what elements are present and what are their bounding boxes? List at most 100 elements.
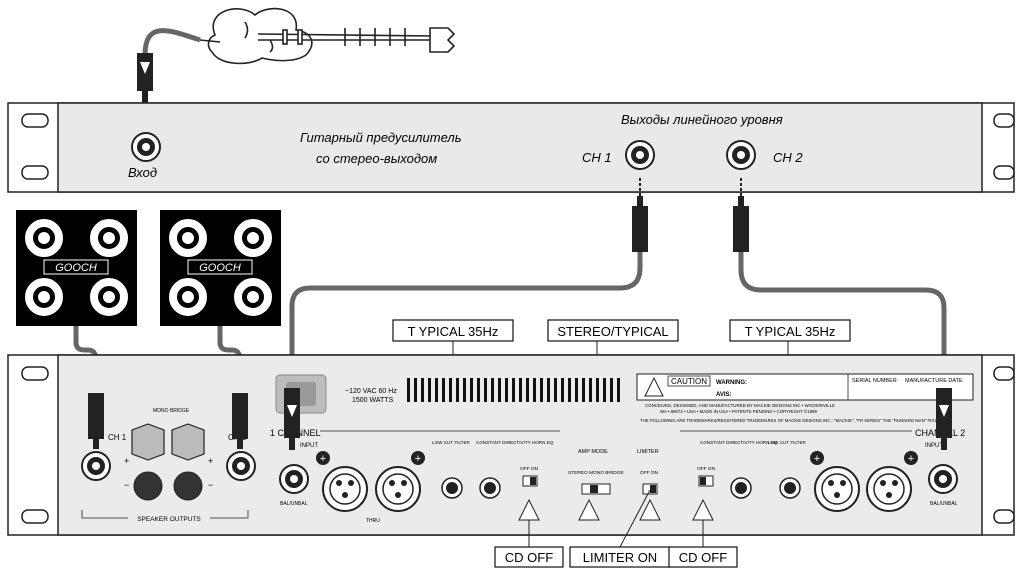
rack-ear-hole [21, 113, 49, 128]
trademark-line: THE FOLLOWING ARE TRADEMARKS/REGISTERED … [640, 418, 944, 423]
svg-text:+: + [908, 453, 914, 465]
speaker-cabinet-right: GOOCH [160, 210, 281, 326]
vent-slot [596, 378, 599, 402]
bal-unbal-right: BAL/UNBAL [930, 501, 958, 507]
svg-text:CD OFF: CD OFF [679, 550, 727, 565]
vent-slot [519, 378, 522, 402]
svg-text:MANUFACTURE DATE: MANUFACTURE DATE [905, 378, 963, 384]
rack-ear-hole [993, 113, 1015, 128]
preamp-unit: Вход Гитарный предусилитель со стерео-вы… [7, 102, 1015, 193]
horn-eq-knob-left [479, 477, 501, 499]
guitar-cable [142, 28, 201, 56]
svg-text:−: − [208, 480, 213, 490]
callout-typical-left: T YPICAL 35Hz [392, 319, 514, 465]
vent-slot [540, 378, 543, 402]
rack-ear-hole [993, 366, 1015, 381]
rack-ear-hole [21, 366, 49, 381]
legal-line-1: CONCEIVED, DESIGNED, AND MANUFACTURED BY… [645, 403, 835, 408]
line-outputs-title: Выходы линейного уровня [621, 112, 783, 127]
vent-slot [589, 378, 592, 402]
vent-slot [456, 378, 459, 402]
vent-slot [449, 378, 452, 402]
svg-text:T YPICAL 35Hz: T YPICAL 35Hz [408, 324, 499, 339]
amp-mode-label: AMP MODE [578, 449, 608, 455]
amp-mode-switch [581, 483, 611, 495]
limiter-switch [642, 483, 658, 495]
ch1-line-plug [632, 178, 648, 252]
callout-cd-off-right: CD OFF [668, 520, 738, 568]
speaker-plug-right [232, 393, 248, 449]
ch2-xlr-input: + [866, 451, 918, 512]
ch2-amp-plug [936, 388, 952, 450]
vent-slot [407, 378, 410, 402]
ch1-xlr-thru: + [375, 451, 425, 512]
rack-ear-hole [993, 165, 1015, 180]
power-rating-1: ~120 VAC 60 Hz [345, 388, 397, 395]
ch1-output-jack [625, 140, 655, 170]
svg-text:STEREO MONO BRIDGE: STEREO MONO BRIDGE [568, 470, 624, 476]
speaker-ch1-label: CH 1 [108, 433, 127, 442]
ch2-xlr-thru: + [810, 451, 860, 512]
ch2-output-label: CH 2 [773, 150, 803, 165]
preamp-input-jack [131, 132, 161, 162]
vent-slot [421, 378, 424, 402]
svg-text:CD OFF: CD OFF [505, 550, 553, 565]
guitar-illustration [199, 7, 456, 65]
ch1-output-label: CH 1 [582, 150, 612, 165]
preamp-title-line2: со стерео-выходом [316, 151, 437, 166]
low-cut-knob-left [441, 477, 463, 499]
vent-slot [477, 378, 480, 402]
ch2-line-cable [738, 250, 947, 390]
thru-label-left: THRU [366, 518, 380, 524]
callout-stereo-typical: STEREO/TYPICAL [547, 319, 679, 500]
callout-cd-off-left: CD OFF [494, 520, 564, 568]
cd-switch-right [698, 475, 714, 487]
speaker-brand-left: GOOCH [55, 262, 97, 274]
svg-text:LIMITER ON: LIMITER ON [583, 550, 657, 565]
legal-line-2: WA • 98072 • USA • MADE IN USA • PATENTS… [660, 409, 817, 414]
limiter-label: LIMITER [637, 449, 659, 455]
svg-text:CAUTION: CAUTION [671, 377, 707, 386]
vent-slot [463, 378, 466, 402]
vent-slot [435, 378, 438, 402]
speaker-brand-right: GOOCH [199, 262, 241, 274]
vent-slot [470, 378, 473, 402]
svg-text:STEREO/TYPICAL: STEREO/TYPICAL [557, 324, 668, 339]
const-dir-label-left: CONSTANT DIRECTIVITY HORN EQ [476, 440, 554, 445]
ch1-jack-input [279, 464, 309, 494]
svg-text:OFF ON: OFF ON [520, 466, 539, 472]
vent-slot [561, 378, 564, 402]
vent-slot [505, 378, 508, 402]
input-label-right: INPUT [925, 443, 943, 449]
vent-slot [442, 378, 445, 402]
svg-text:OFF ON: OFF ON [640, 470, 659, 476]
caution-label: CAUTION WARNING: AVIS: SERIAL NUMBER MAN… [636, 373, 974, 401]
svg-text:+: + [814, 453, 820, 465]
cd-switch-left [522, 475, 538, 487]
const-dir-label-right: CONSTANT DIRECTIVITY HORN EQ [700, 440, 778, 445]
ch2-line-plug [733, 178, 749, 252]
callout-limiter-on: LIMITER ON [569, 489, 671, 568]
svg-text:+: + [320, 453, 326, 465]
svg-text:OFF ON: OFF ON [697, 466, 716, 472]
power-inlet [275, 374, 327, 414]
vent-slot [568, 378, 571, 402]
svg-text:SERIAL NUMBER: SERIAL NUMBER [852, 378, 897, 384]
vent-slot [533, 378, 536, 402]
speaker-plug-left [88, 393, 104, 449]
ch2-output-jack [726, 140, 756, 170]
vent-slot [491, 378, 494, 402]
low-cut-label-right: LOW CUT FILTER [768, 440, 807, 445]
vent-slot [603, 378, 606, 402]
ch1-line-cable [289, 250, 643, 390]
rack-ear-hole [993, 509, 1015, 524]
speaker-outputs-label: SPEAKER OUTPUTS [137, 516, 201, 523]
svg-text:+: + [124, 456, 129, 466]
vent-slot [582, 378, 585, 402]
speakon-right [226, 451, 256, 481]
vent-slot [498, 378, 501, 402]
svg-text:−: − [124, 480, 129, 490]
power-rating-2: 1500 WATTS [352, 397, 394, 404]
vent-slot [428, 378, 431, 402]
